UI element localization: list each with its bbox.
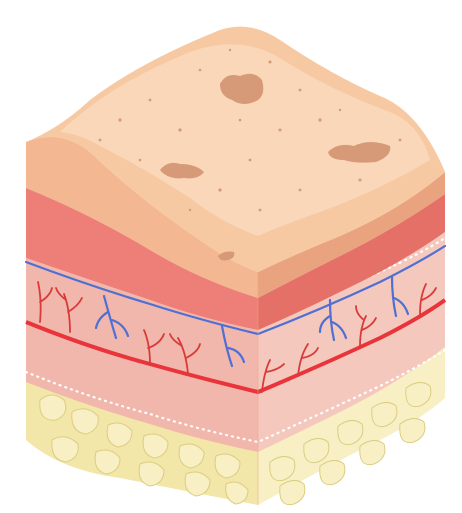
skin-layers-illustration (0, 0, 462, 513)
illustration-stage (0, 0, 462, 513)
